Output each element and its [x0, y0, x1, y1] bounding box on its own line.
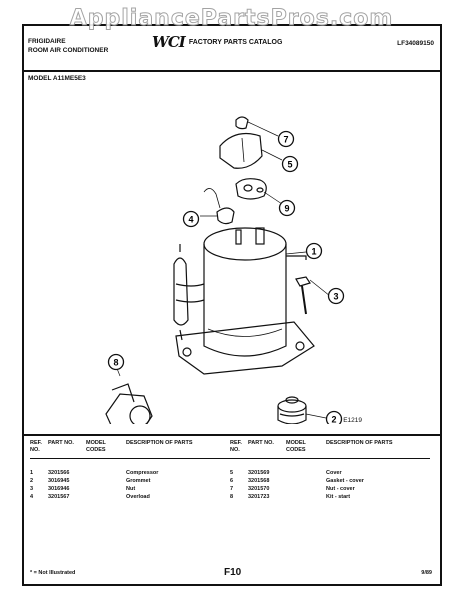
catalog-header: WCI FACTORY PARTS CATALOG — [152, 33, 283, 51]
cover-nut — [235, 116, 249, 130]
page-number: F10 — [224, 567, 242, 578]
callout-5: 5 — [281, 155, 299, 173]
svg-text:4: 4 — [188, 215, 193, 225]
callout-4: 4 — [182, 210, 200, 228]
svg-text:5: 5 — [287, 160, 292, 170]
header-divider — [24, 70, 440, 72]
start-kit — [105, 393, 153, 424]
document-number: LF34089150 — [397, 40, 434, 47]
compressor-top — [203, 227, 287, 261]
product-line: ROOM AIR CONDITIONER — [28, 47, 109, 54]
callout-7: 7 — [277, 130, 295, 148]
svg-text:9: 9 — [284, 204, 289, 214]
parts-table-right: REF. NO. PART NO. MODEL CODES DESCRIPTIO… — [230, 440, 430, 501]
parts-list: REF. NO. PART NO. MODEL CODES DESCRIPTIO… — [24, 434, 440, 500]
col-part: PART NO. — [48, 440, 74, 446]
base-hole-icon — [182, 347, 192, 357]
col-desc: DESCRIPTION OF PARTS — [326, 440, 393, 446]
svg-text:8: 8 — [113, 358, 118, 368]
callout-2: 2 — [325, 410, 343, 425]
svg-text:7: 7 — [283, 135, 288, 145]
parts-catalog-page: FRIGIDAIRE ROOM AIR CONDITIONER WCI FACT… — [22, 24, 442, 586]
col-ref: REF. NO. — [30, 440, 42, 453]
callout-1: 1 — [305, 242, 323, 260]
svg-text:2: 2 — [331, 415, 336, 425]
exploded-parts-diagram: 7 5 9 4 1 3 8 2 — [105, 116, 345, 425]
accumulator — [173, 257, 189, 326]
callout-3: 3 — [327, 287, 345, 305]
figure-code: E1219 — [343, 417, 362, 424]
overload-protector — [216, 207, 235, 225]
cover-gasket — [235, 178, 267, 200]
table-header: REF. NO. PART NO. MODEL CODES DESCRIPTIO… — [230, 440, 430, 459]
model-number: MODEL A11ME5E3 — [28, 75, 86, 82]
col-ref: REF. NO. — [230, 440, 242, 453]
terminal-cover — [219, 133, 263, 169]
catalog-title: FACTORY PARTS CATALOG — [188, 39, 283, 46]
brand-name: FRIGIDAIRE — [28, 38, 66, 45]
callout-8: 8 — [107, 353, 125, 371]
base-hole-icon — [295, 341, 305, 351]
wci-logo: WCI — [152, 33, 186, 51]
callout-9: 9 — [278, 199, 296, 217]
col-model: MODEL CODES — [286, 440, 306, 453]
mounting-base — [175, 321, 315, 375]
footnote: * = Not Illustrated — [30, 570, 76, 576]
col-part: PART NO. — [248, 440, 274, 446]
svg-text:3: 3 — [333, 292, 338, 302]
parts-table-left: REF. NO. PART NO. MODEL CODES DESCRIPTIO… — [30, 440, 230, 501]
col-desc: DESCRIPTION OF PARTS — [126, 440, 193, 446]
svg-text:1: 1 — [311, 247, 316, 257]
watermark: AppliancePartsPros.com — [69, 6, 394, 32]
table-header: REF. NO. PART NO. MODEL CODES DESCRIPTIO… — [30, 440, 230, 459]
brand-block: FRIGIDAIRE ROOM AIR CONDITIONER — [28, 37, 108, 55]
revision-date: 9/89 — [421, 570, 432, 576]
col-model: MODEL CODES — [86, 440, 106, 453]
compressor-shell — [203, 244, 287, 357]
